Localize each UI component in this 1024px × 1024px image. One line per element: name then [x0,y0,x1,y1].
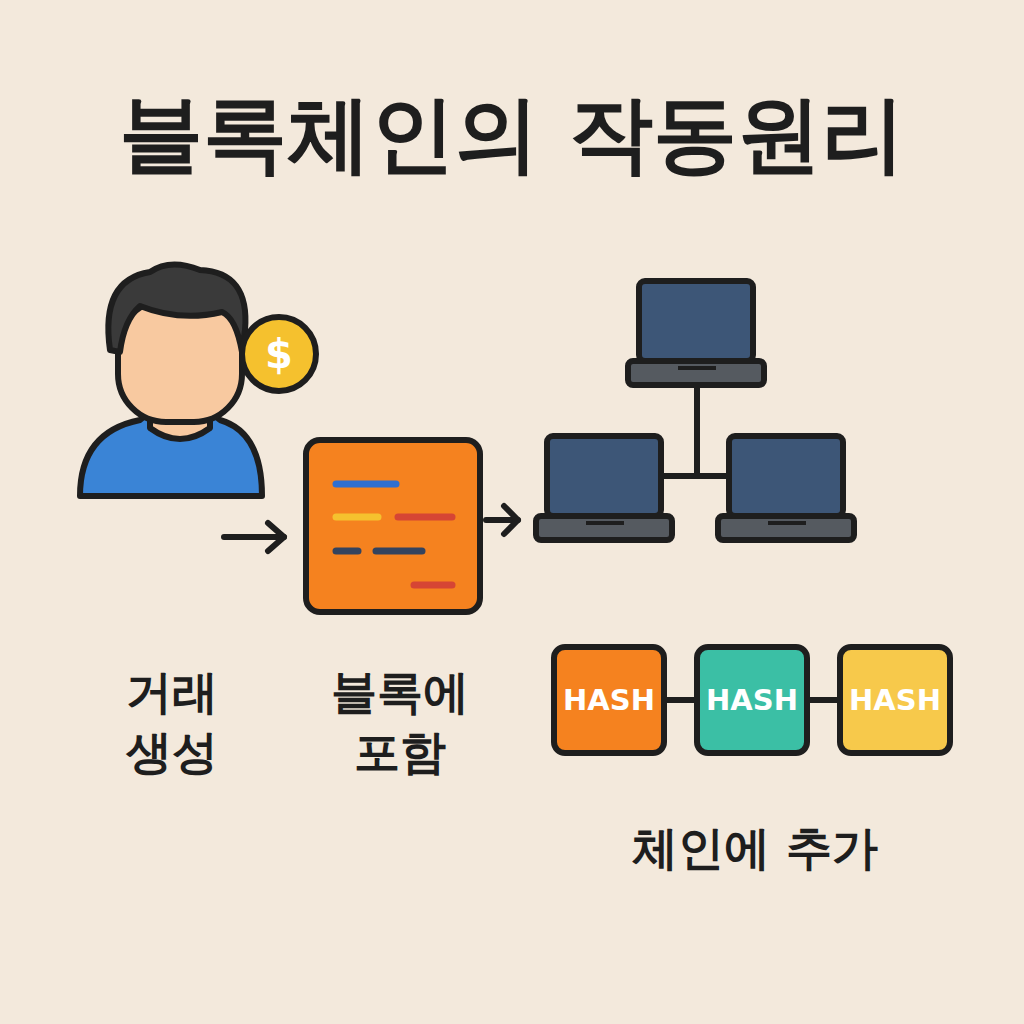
title: 블록체인의 작동원리 [0,84,1024,184]
hash-text: HASH [563,683,655,717]
hash-block: HASH [837,644,953,756]
step-label: 체인에 추가 [595,818,915,878]
coin-icon [242,317,316,391]
hash-block: HASH [694,644,810,756]
step-label: 블록에 포함 [325,662,475,782]
network-icon [536,281,854,540]
coin-symbol: $ [249,328,309,380]
person-icon [80,264,262,496]
chain-link [810,700,837,701]
hash-text: HASH [849,683,941,717]
hash-block: HASH [551,644,667,756]
chain-link [667,700,694,701]
block-icon [306,440,480,612]
step-label: 거래 생성 [117,662,227,782]
hash-text: HASH [706,683,798,717]
